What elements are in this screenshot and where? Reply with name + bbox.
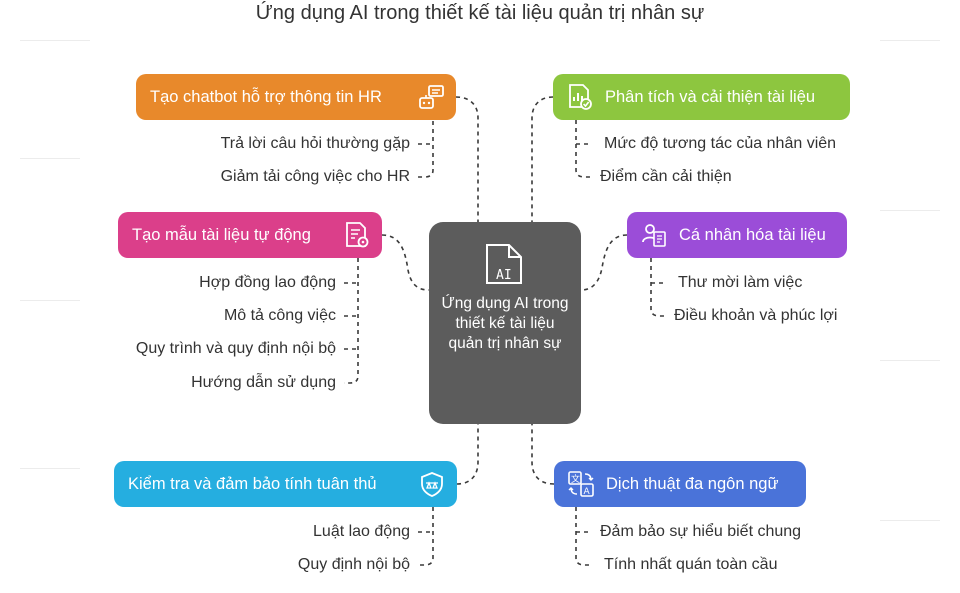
translate-icon: 文 A <box>568 471 594 497</box>
personalized-document-icon <box>642 224 666 247</box>
list-item: Hướng dẫn sử dụng <box>191 374 336 391</box>
list-item: Luật lao động <box>313 523 410 540</box>
connector-purple-items <box>650 258 666 317</box>
background-line <box>20 40 90 41</box>
document-analysis-icon <box>569 84 592 110</box>
branch-compliance: Kiểm tra và đảm bảo tính tuân thủ <box>114 461 457 507</box>
list-item: Mức độ tương tác của nhân viên <box>604 135 837 152</box>
branch-auto-templates-label: Tạo mẫu tài liệu tự động <box>132 225 311 244</box>
document-settings-icon <box>346 222 369 248</box>
list-item: Giảm tải công việc cho HR <box>220 168 410 185</box>
list-item: Điểm cần cải thiện <box>600 168 732 185</box>
connector-blue <box>531 424 555 485</box>
list-item: Trả lời câu hỏi thường gặp <box>220 135 410 152</box>
connector-cyan-items <box>418 507 434 566</box>
connector-orange <box>455 96 479 222</box>
branch-analysis: Phân tích và cải thiện tài liệu <box>553 74 850 120</box>
branch-translation: 文 A Dịch thuật đa ngôn ngữ <box>554 461 806 507</box>
branch-chatbot-label: Tạo chatbot hỗ trợ thông tin HR <box>150 87 382 106</box>
center-label: Ứng dụng AI trong thiết kế tài liệu quản… <box>441 295 569 352</box>
connector-pink-items <box>344 258 359 384</box>
background-line <box>880 360 940 361</box>
connector-blue-items <box>575 507 592 566</box>
branch-personalization: Cá nhân hóa tài liệu <box>627 212 847 258</box>
connector-cyan <box>456 424 479 485</box>
branch-analysis-label: Phân tích và cải thiện tài liệu <box>605 87 816 106</box>
background-line <box>880 520 940 521</box>
branch-translation-label: Dịch thuật đa ngôn ngữ <box>606 474 779 493</box>
list-item: Tính nhất quán toàn cầu <box>604 556 778 573</box>
diagram-title: Ứng dụng AI trong thiết kế tài liệu quản… <box>255 2 705 24</box>
branch-auto-templates: Tạo mẫu tài liệu tự động <box>118 212 382 258</box>
background-line <box>20 300 80 301</box>
chatbot-icon <box>419 85 444 109</box>
background-line <box>880 40 940 41</box>
list-item: Thư mời làm việc <box>678 274 803 291</box>
connector-pink <box>381 234 430 291</box>
connector-green-items <box>575 120 592 178</box>
background-line <box>20 158 80 159</box>
connector-orange-items <box>418 97 434 178</box>
list-item: Hợp đồng lao động <box>199 274 336 291</box>
list-item: Quy định nội bộ <box>297 556 410 573</box>
center-node: AI Ứng dụng AI trong thiết kế tài liệu q… <box>429 222 581 424</box>
branch-chatbot: Tạo chatbot hỗ trợ thông tin HR <box>136 74 456 120</box>
compliance-icon <box>421 472 443 497</box>
background-line <box>880 210 940 211</box>
document-ai-icon: AI <box>486 244 522 284</box>
list-item: Quy trình và quy định nội bộ <box>135 340 336 357</box>
branch-personalization-label: Cá nhân hóa tài liệu <box>679 225 826 244</box>
svg-text:A: A <box>584 487 591 497</box>
list-item: Đảm bảo sự hiểu biết chung <box>600 523 802 540</box>
svg-text:文: 文 <box>571 473 580 485</box>
list-item: Mô tả công việc <box>223 307 336 324</box>
branch-compliance-label: Kiểm tra và đảm bảo tính tuân thủ <box>128 474 377 493</box>
connector-green <box>531 96 554 222</box>
center-icon-text: AI <box>496 268 512 283</box>
list-item: Điều khoản và phúc lợi <box>674 307 838 324</box>
connector-purple <box>580 234 628 291</box>
background-line <box>20 468 80 469</box>
